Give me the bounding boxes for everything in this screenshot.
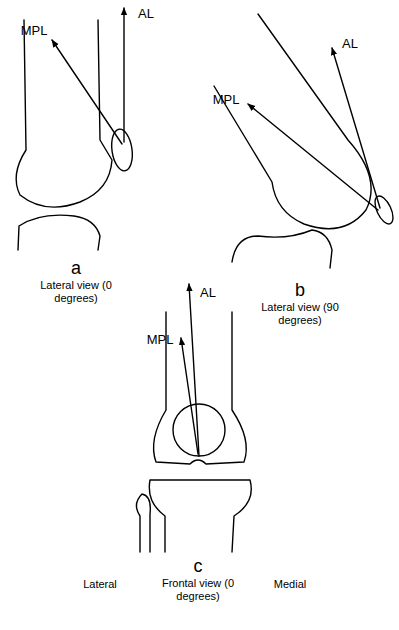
mpl-arrow <box>52 40 122 144</box>
tibia-outline <box>18 215 100 250</box>
panel-letter: a <box>71 258 81 279</box>
view-caption: Frontal view (0 degrees) <box>159 577 237 602</box>
patella-outline <box>371 193 396 226</box>
panel-letter: c <box>194 556 203 577</box>
arrow-label: AL <box>342 37 358 52</box>
tibia-outline <box>232 230 332 268</box>
arrow-label: MPL <box>21 24 48 39</box>
al-arrow <box>123 8 124 142</box>
view-caption: Lateral view (0 degrees) <box>37 279 115 304</box>
mpl-arrow <box>181 338 198 454</box>
arrow-label: MPL <box>213 93 240 108</box>
tibia-outline <box>149 480 251 552</box>
side-label: Lateral <box>83 578 117 591</box>
panel-letter: b <box>295 280 305 301</box>
fibula-outline <box>136 494 150 552</box>
al-arrow <box>332 48 380 208</box>
patella-outline <box>109 128 135 172</box>
view-caption: Lateral view (90 degrees) <box>261 301 339 326</box>
femur-outline <box>214 14 371 229</box>
femur-outline <box>16 20 112 207</box>
arrow-label: AL <box>138 7 154 22</box>
mpl-arrow <box>248 104 378 210</box>
side-label: Medial <box>274 578 306 591</box>
arrow-label: MPL <box>147 333 174 348</box>
arrow-label: AL <box>200 286 216 301</box>
